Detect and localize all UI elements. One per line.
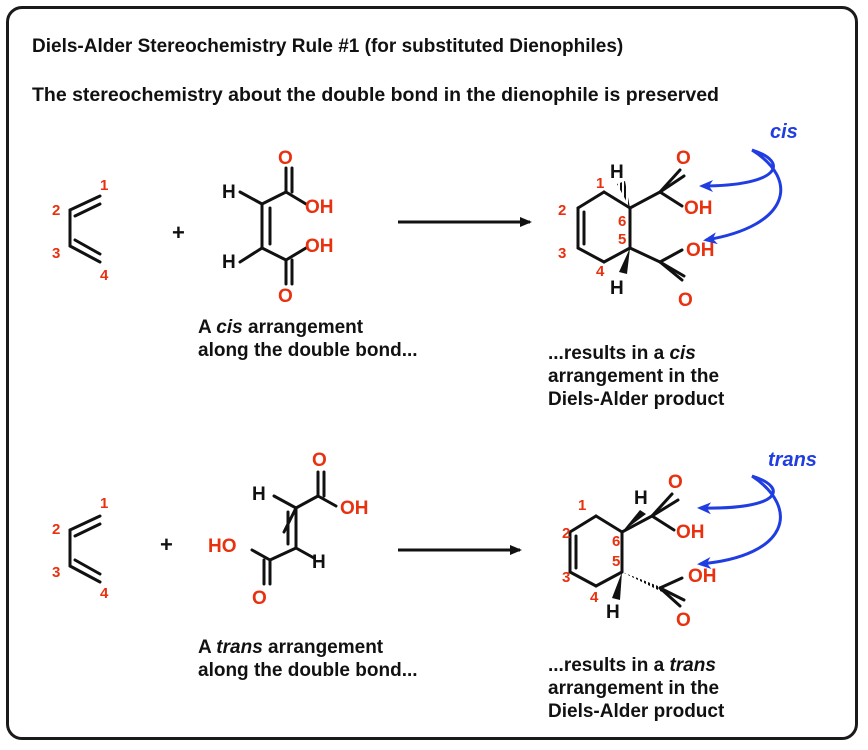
caption-text: arrangement [242, 317, 364, 338]
diene-cis [68, 194, 102, 264]
product-carbon-2: 2 [562, 525, 570, 542]
trans-product-caption: ...results in a trans arrangement in the… [548, 654, 724, 723]
fumaric-o-bottom: O [252, 588, 267, 609]
trans-arrow-lower [697, 474, 782, 569]
diagram-subtitle: The stereochemistry about the double bon… [32, 84, 719, 106]
product-carbon-6: 6 [618, 213, 626, 230]
product-o-top: O [668, 472, 683, 493]
cis-reactant-caption: A cis arrangement along the double bond.… [198, 316, 418, 362]
diene-carbon-3: 3 [52, 245, 60, 262]
caption-emphasis: cis [669, 343, 696, 364]
product-carbon-5: 5 [612, 553, 620, 570]
cis-row: 1 2 3 4 + H H O OH OH O [52, 121, 798, 311]
diene-carbon-2: 2 [52, 521, 60, 538]
caption-emphasis: cis [216, 317, 243, 338]
product-oh-bottom: OH [686, 240, 715, 261]
product-h-bottom: H [610, 278, 624, 299]
caption-emphasis: trans [216, 637, 263, 658]
diene-carbon-4: 4 [100, 585, 109, 602]
diene-carbon-1: 1 [100, 177, 108, 194]
product-carbon-1: 1 [578, 497, 586, 514]
caption-text: along the double bond... [198, 660, 418, 681]
maleic-h-bottom: H [222, 252, 236, 273]
caption-text: along the double bond... [198, 340, 418, 361]
hashed-bond-acid [622, 572, 662, 592]
plus-sign: + [172, 220, 185, 245]
diene-carbon-2: 2 [52, 202, 60, 219]
cis-product [576, 168, 686, 282]
caption-text: Diels-Alder product [548, 389, 725, 410]
trans-product [568, 492, 686, 608]
product-h-top: H [634, 488, 648, 509]
cis-annotation: cis [770, 121, 798, 143]
product-carbon-5: 5 [618, 231, 626, 248]
diagram-title: Diels-Alder Stereochemistry Rule #1 (for… [32, 36, 624, 57]
trans-row: 1 2 3 4 + H H O OH HO O [52, 449, 817, 631]
product-oh-bottom: OH [688, 566, 717, 587]
hashed-bond-top [617, 181, 630, 208]
fumaric-acid [250, 470, 338, 586]
wedge-bond-bottom [612, 572, 622, 600]
product-carbon-2: 2 [558, 202, 566, 219]
cis-arrow-lower [703, 148, 783, 245]
caption-text: arrangement in the [548, 366, 720, 387]
product-carbon-6: 6 [612, 533, 620, 550]
caption-text: arrangement [262, 637, 384, 658]
cis-arrow-upper [699, 148, 775, 192]
maleic-acid [238, 166, 308, 286]
trans-annotation: trans [768, 449, 817, 471]
product-o-bottom: O [678, 290, 693, 311]
product-h-bottom: H [606, 602, 620, 623]
trans-reactant-caption: A trans arrangement along the double bon… [198, 636, 418, 682]
fumaric-ho: HO [208, 536, 237, 557]
caption-text: ...results in a [548, 655, 670, 676]
fumaric-oh: OH [340, 498, 369, 519]
fumaric-h-top: H [252, 484, 266, 505]
product-oh-top: OH [684, 198, 713, 219]
cis-product-caption: ...results in a cis arrangement in the D… [548, 342, 724, 411]
diene-carbon-1: 1 [100, 495, 108, 512]
diagram-frame [6, 6, 858, 740]
product-h-top: H [610, 162, 624, 183]
fumaric-o-top: O [312, 450, 327, 471]
caption-text: A [198, 637, 217, 658]
diene-carbon-3: 3 [52, 564, 60, 581]
product-carbon-4: 4 [590, 589, 599, 606]
diene-carbon-4: 4 [100, 267, 109, 284]
maleic-oh-bottom: OH [305, 236, 334, 257]
caption-text: A [198, 317, 217, 338]
wedge-bond-top [622, 510, 646, 532]
product-carbon-3: 3 [558, 245, 566, 262]
maleic-h-top: H [222, 182, 236, 203]
product-o-bottom: O [676, 610, 691, 631]
plus-sign: + [160, 532, 173, 557]
product-carbon-1: 1 [596, 175, 604, 192]
wedge-bond-bottom [619, 248, 630, 274]
fumaric-h-bottom: H [312, 552, 326, 573]
product-carbon-4: 4 [596, 263, 605, 280]
caption-text: Diels-Alder product [548, 701, 725, 722]
product-carbon-3: 3 [562, 569, 570, 586]
maleic-o-top: O [278, 148, 293, 169]
caption-text: ...results in a [548, 343, 670, 364]
trans-arrow-upper [697, 474, 775, 515]
caption-text: arrangement in the [548, 678, 720, 699]
product-o-top: O [676, 148, 691, 169]
maleic-o-bottom: O [278, 286, 293, 307]
maleic-oh-top: OH [305, 197, 334, 218]
caption-emphasis: trans [669, 655, 716, 676]
product-oh-top: OH [676, 522, 705, 543]
diene-trans [68, 514, 102, 584]
